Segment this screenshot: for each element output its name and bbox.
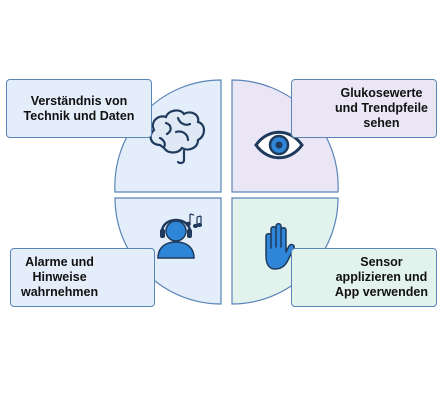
label-top-left: Verständnis von Technik und Daten bbox=[23, 93, 135, 123]
eye-icon bbox=[254, 130, 304, 160]
label-bottom-left: Alarme und Hinweise wahrnehmen bbox=[21, 255, 99, 299]
music-notes-icon bbox=[185, 213, 203, 229]
label-bottom-right: Sensor applizieren und App verwenden bbox=[334, 255, 428, 299]
label-box-bottom-left: Alarme und Hinweise wahrnehmen bbox=[10, 248, 155, 307]
brain-icon bbox=[149, 109, 206, 165]
label-box-top-right: Glukosewerte und Trendpfeile sehen bbox=[291, 79, 437, 138]
label-top-right: Glukosewerte und Trendpfeile sehen bbox=[334, 86, 428, 130]
person-headphones-icon bbox=[157, 213, 203, 259]
raised-hand-icon bbox=[265, 223, 295, 270]
label-box-top-left: Verständnis von Technik und Daten bbox=[6, 79, 152, 138]
label-box-bottom-right: Sensor applizieren und App verwenden bbox=[291, 248, 437, 307]
